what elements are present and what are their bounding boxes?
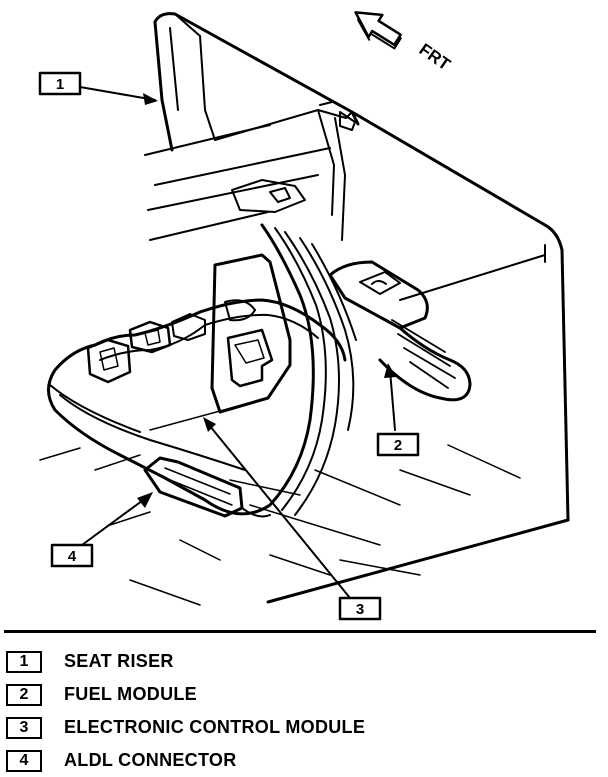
callout-number-1: 1 xyxy=(56,76,64,93)
leader-arrow-1 xyxy=(143,93,158,105)
legend-number: 3 xyxy=(6,716,42,739)
legend-item: 1 SEAT RISER xyxy=(6,645,596,678)
callout-number-4: 4 xyxy=(68,548,77,565)
legend-label: FUEL MODULE xyxy=(64,684,197,704)
leader-arrow-3 xyxy=(203,417,216,432)
floor-panel xyxy=(39,110,570,606)
legend-item: 2 FUEL MODULE xyxy=(6,678,596,711)
wiring-harness xyxy=(47,223,357,516)
callout-box-3 xyxy=(338,596,382,621)
callout-box-1 xyxy=(38,71,82,96)
callout-number-2: 2 xyxy=(394,437,402,454)
legend-item: 4 ALDL CONNECTOR xyxy=(6,744,596,777)
callout-number-3: 3 xyxy=(356,601,364,618)
legend-number: 1 xyxy=(6,650,42,673)
legend-label: SEAT RISER xyxy=(64,651,174,671)
seat-riser-drawing xyxy=(144,12,360,241)
leader-lines xyxy=(79,86,546,599)
leader-arrow-4 xyxy=(137,492,153,508)
callout-box-2 xyxy=(376,432,420,457)
fuel-module-drawing xyxy=(328,260,472,402)
leader-arrow-2 xyxy=(384,363,396,378)
harness-connectors xyxy=(86,299,256,384)
aldl-connector-drawing xyxy=(143,456,271,518)
legend-number: 2 xyxy=(6,683,42,706)
legend-item: 3 ELECTRONIC CONTROL MODULE xyxy=(6,711,596,744)
component-illustration: 1 2 3 4 FRT xyxy=(38,11,570,621)
legend-label: ELECTRONIC CONTROL MODULE xyxy=(64,717,366,737)
legend-divider xyxy=(4,630,596,633)
callout-box-4 xyxy=(50,543,94,568)
control-module-drawing xyxy=(149,253,292,431)
legend-number: 4 xyxy=(6,749,42,772)
frt-label: FRT xyxy=(416,40,454,75)
legend: 1 SEAT RISER 2 FUEL MODULE 3 ELECTRONIC … xyxy=(6,645,596,777)
frt-arrow-icon xyxy=(354,11,402,50)
legend-label: ALDL CONNECTOR xyxy=(64,750,237,770)
